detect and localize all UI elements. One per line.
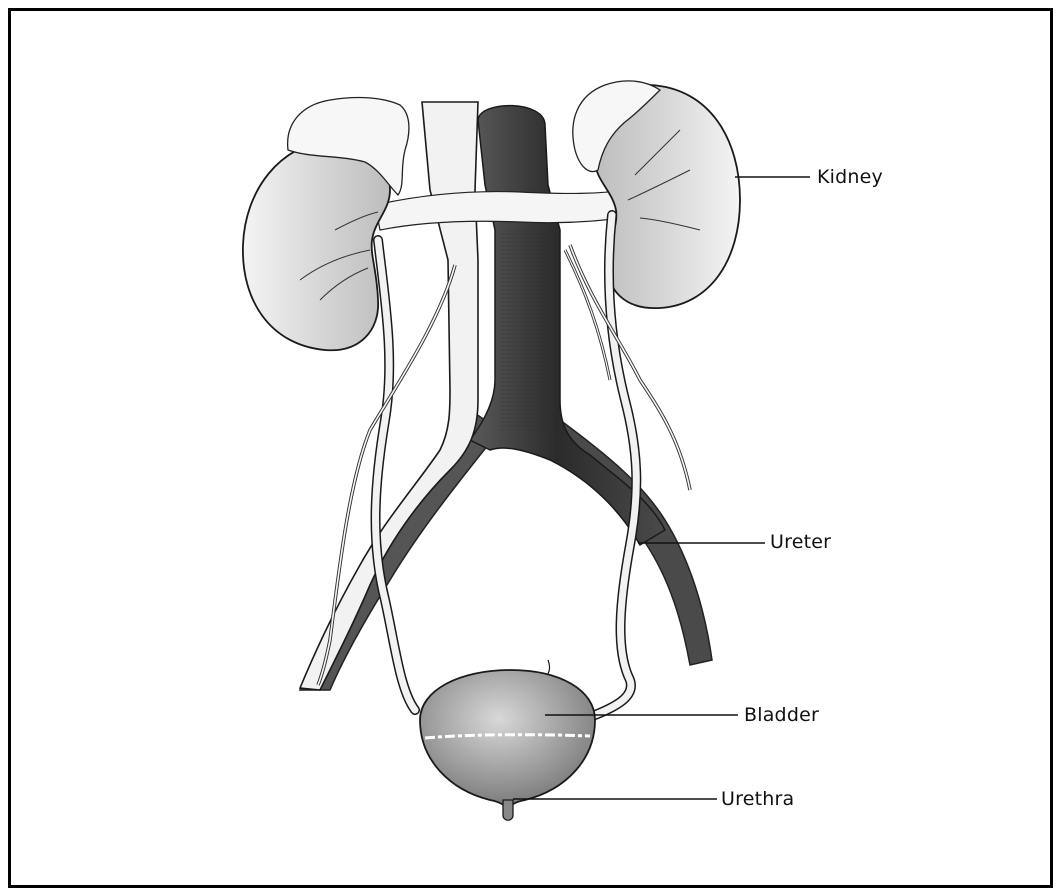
label-bladder: Bladder	[744, 704, 819, 726]
label-kidney: Kidney	[817, 166, 883, 188]
urethra	[503, 800, 513, 820]
label-urethra: Urethra	[721, 788, 794, 810]
label-ureter: Ureter	[770, 531, 831, 553]
vena-cava-hatching	[500, 230, 555, 430]
left-kidney	[243, 140, 390, 350]
bladder	[420, 670, 595, 810]
